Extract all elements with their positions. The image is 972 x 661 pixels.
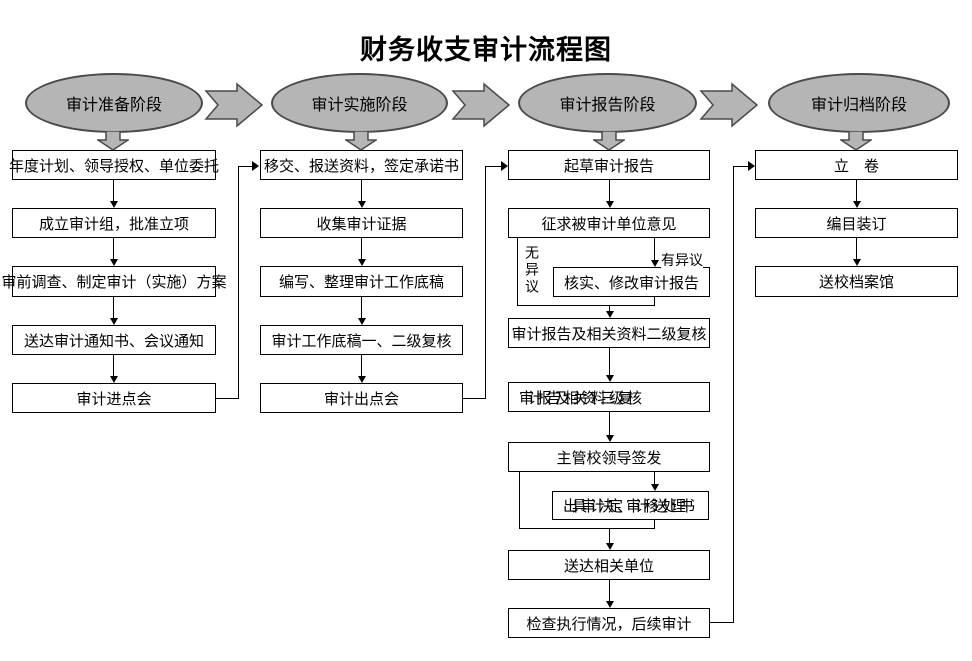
arrow-down-icon <box>606 311 614 318</box>
arrow-down-icon <box>358 259 366 266</box>
arrow-down-icon <box>358 318 366 325</box>
arrow-down-icon <box>853 259 861 266</box>
flow-line <box>609 180 610 202</box>
box-follow-up-audit: 检查执行情况，后续审计 <box>508 608 710 638</box>
no-objection-label: 无异议 <box>521 245 541 309</box>
stage-arrow-down-icon <box>593 131 625 151</box>
arrow-right-icon <box>252 161 259 171</box>
connector-2 <box>485 166 501 167</box>
arrow-right-icon <box>501 161 508 171</box>
stage-arrow-down-icon <box>345 131 377 151</box>
flow-line <box>361 297 362 319</box>
flow-line <box>609 412 610 436</box>
box-archive-delivery: 送校档案馆 <box>755 266 958 297</box>
stage-prepare-ellipse: 审计准备阶段 <box>25 73 203 133</box>
flow-line <box>113 238 114 260</box>
box-annual-plan: 年度计划、领导授权、单位委托 <box>9 150 219 180</box>
stage-arrow-right-icon <box>204 82 264 128</box>
flow-line <box>654 520 655 529</box>
flow-line <box>609 580 610 602</box>
box-exit-meeting: 审计出点会 <box>260 383 463 413</box>
flow-line <box>654 297 655 306</box>
flow-line <box>856 238 857 260</box>
arrow-right-icon <box>748 161 755 171</box>
arrow-down-icon <box>606 601 614 608</box>
flow-line <box>361 355 362 377</box>
flow-line <box>517 305 655 306</box>
arrow-down-icon <box>651 260 659 267</box>
flow-line-objection <box>654 238 655 261</box>
arrow-down-icon <box>606 543 614 550</box>
stage-arrow-right-icon <box>451 82 511 128</box>
box-issue-decision: 出具审计决定、审计移送处理书 <box>552 491 709 520</box>
stage-arrow-down-icon <box>840 131 872 151</box>
box-third-level-review: 审计报告及相关资料三级复核 <box>508 382 710 412</box>
arrow-down-icon <box>110 376 118 383</box>
flow-line <box>856 180 857 202</box>
flow-line <box>113 355 114 377</box>
arrow-down-icon <box>110 318 118 325</box>
arrow-down-icon <box>110 259 118 266</box>
box-solicit-opinions: 征求被审计单位意见 <box>508 208 710 238</box>
objection-label: 有异议 <box>661 250 703 270</box>
box-entry-meeting: 审计进点会 <box>12 383 216 413</box>
flow-line-bypass <box>519 472 520 529</box>
flow-line <box>609 528 610 544</box>
flow-line <box>519 528 655 529</box>
flow-line <box>361 238 362 260</box>
stage-report-ellipse: 审计报告阶段 <box>518 73 697 133</box>
flow-line <box>609 348 610 376</box>
stage-archive-label: 审计归档阶段 <box>810 95 907 114</box>
arrow-down-icon <box>358 201 366 208</box>
flow-line <box>113 180 114 202</box>
connector-1 <box>238 166 252 167</box>
flow-line <box>654 472 655 485</box>
connector-3 <box>733 166 734 623</box>
stage-implement-ellipse: 审计实施阶段 <box>271 73 448 133</box>
connector-1 <box>216 398 239 399</box>
flow-line <box>113 297 114 319</box>
stage-prepare-label: 审计准备阶段 <box>65 95 162 114</box>
box-leader-sign-issue: 主管校领导签发 <box>508 442 710 472</box>
box-collect-evidence: 收集审计证据 <box>260 208 463 238</box>
stage-archive-ellipse: 审计归档阶段 <box>768 73 950 133</box>
flow-line <box>609 305 610 312</box>
stage-arrow-right-icon <box>699 82 759 128</box>
stage-report-label: 审计报告阶段 <box>559 95 656 114</box>
box-draft-report: 起草审计报告 <box>508 150 710 180</box>
box-second-level-review: 审计报告及相关资料二级复核 <box>508 318 710 348</box>
box-deliver-notice: 送达审计通知书、会议通知 <box>12 325 216 355</box>
arrow-down-icon <box>651 484 659 491</box>
connector-3 <box>733 166 748 167</box>
stage-implement-label: 审计实施阶段 <box>311 95 408 114</box>
box-deliver-units: 送达相关单位 <box>508 550 710 580</box>
box-verify-revise-report: 核实、修改审计报告 <box>553 267 710 297</box>
flow-line-no-objection <box>517 238 518 306</box>
arrow-down-icon <box>853 201 861 208</box>
box-working-paper-review: 审计工作底稿一、二级复核 <box>260 325 463 355</box>
stage-arrow-down-icon <box>97 131 129 151</box>
connector-2 <box>485 166 486 399</box>
connector-2 <box>463 398 486 399</box>
arrow-down-icon <box>110 201 118 208</box>
arrow-down-icon <box>606 201 614 208</box>
box-establish-team: 成立审计组，批准立项 <box>12 208 216 238</box>
arrow-down-icon <box>606 435 614 442</box>
box-filing: 立 卷 <box>755 150 958 180</box>
box-handover-materials: 移交、报送资料，签定承诺书 <box>260 150 463 180</box>
box-binding: 编目装订 <box>755 208 958 238</box>
arrow-down-icon <box>606 375 614 382</box>
connector-3 <box>710 622 734 623</box>
arrow-down-icon <box>358 376 366 383</box>
connector-1 <box>238 166 239 399</box>
flow-line <box>361 180 362 202</box>
box-compile-working-papers: 编写、整理审计工作底稿 <box>260 266 463 297</box>
box-pre-survey-plan: 审前调查、制定审计（实施）方案 <box>2 266 227 297</box>
diagram-title: 财务收支审计流程图 <box>360 35 612 66</box>
